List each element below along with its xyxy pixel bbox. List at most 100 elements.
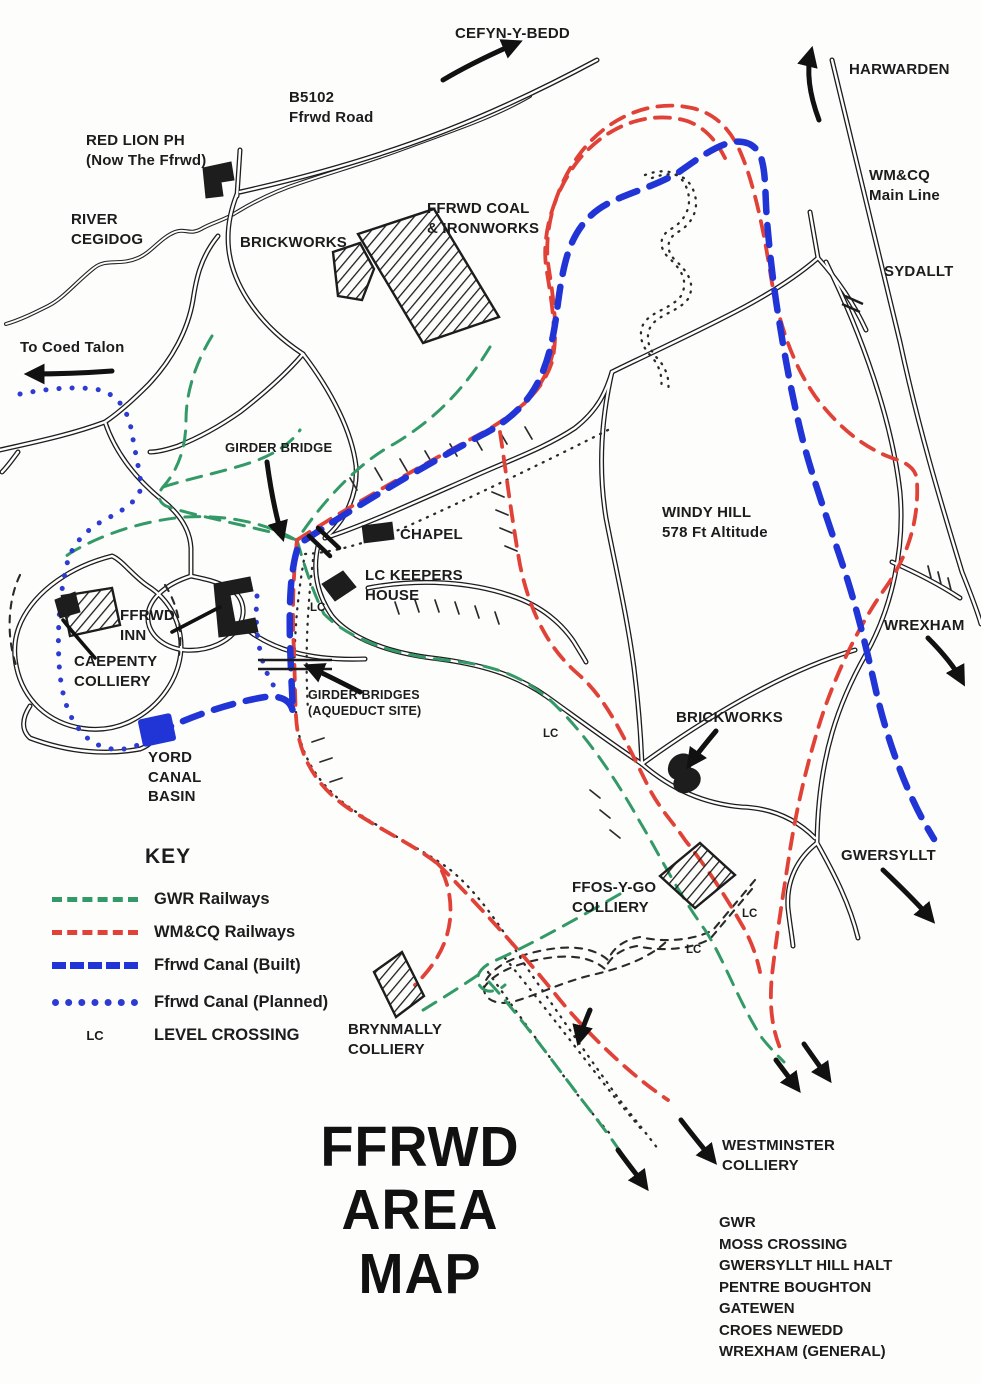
- chapel-text: CHAPEL: [400, 526, 463, 543]
- title-line3: MAP: [358, 1242, 482, 1306]
- lc-keepers-line2: HOUSE: [365, 586, 420, 604]
- sydallt-bridge-bars: [841, 294, 864, 314]
- label-girder-bridges: GIRDER BRIDGES (AQUEDUCT SITE): [308, 687, 421, 720]
- canal-built-swatch-icon: [52, 962, 138, 969]
- title-line1: FFRWD: [320, 1115, 520, 1179]
- label-b5102: B5102 Ffrwd Road: [289, 88, 374, 127]
- key-lc-label: LEVEL CROSSING: [154, 1026, 300, 1044]
- wrexham-text: WREXHAM: [884, 617, 965, 634]
- ffos-lane: [482, 878, 757, 1004]
- cefyn-y-bedd-arrow: [440, 39, 523, 83]
- ffrwd-canal-planned: [17, 385, 281, 752]
- south-arrow-2: [773, 1057, 801, 1094]
- ffos-y-go-line1: FFOS-Y-GO: [572, 879, 657, 896]
- south-arrow-1: [615, 1147, 649, 1192]
- label-wmcq-main: WM&CQ Main Line: [869, 166, 940, 205]
- label-westminster: WESTMINSTER COLLIERY: [722, 1136, 835, 1175]
- wmcq-ffos-branch: [498, 430, 762, 974]
- key-row-canal-built: Ffrwd Canal (Built): [52, 949, 328, 982]
- harwarden-text: HARWARDEN: [849, 61, 950, 78]
- brickworks-se-text: BRICKWORKS: [676, 709, 783, 726]
- corridor-dots: [293, 428, 660, 1151]
- label-gwersyllt: GWERSYLLT: [841, 846, 936, 866]
- lc-marker-ffos-south: LC: [686, 944, 702, 956]
- title-line2: AREA: [341, 1178, 499, 1242]
- windy-hill-line1: WINDY HILL: [662, 504, 752, 521]
- girder-bridge-text: GIRDER BRIDGE: [225, 440, 333, 455]
- brickworks-nw-building: [331, 241, 376, 302]
- ffrwd-inn-line1: FFRWD: [120, 607, 175, 624]
- ffrwd-works-line2: & IRONWORKS: [427, 219, 540, 237]
- ffrwd-inn-line2: INN: [120, 626, 147, 644]
- brynmally-line1: BRYNMALLY: [348, 1021, 443, 1038]
- lc-marker-keepers: LC: [310, 602, 326, 614]
- yord-canal-basin-building: [138, 713, 176, 747]
- coed-talon-arrow: [23, 363, 115, 385]
- cefyn-y-bedd-text: CEFYN-Y-BEDD: [455, 25, 570, 42]
- wmcq-westminster-line: [436, 862, 670, 1102]
- canal-planned-swatch-icon: [52, 999, 138, 1006]
- gwersyllt-arrow: [880, 867, 936, 924]
- label-ffrwd-inn: FFRWD INN: [120, 606, 175, 645]
- key-gwr-label: GWR Railways: [154, 890, 270, 908]
- b5102-line1: B5102: [289, 89, 335, 106]
- label-brickworks-se: BRICKWORKS: [676, 708, 783, 728]
- brickworks-nw-text: BRICKWORKS: [240, 234, 347, 251]
- wmcq-corridor-south: [291, 538, 453, 987]
- stations-item-gwr: GWR: [719, 1214, 756, 1231]
- ffos-y-go-building: [658, 841, 737, 910]
- yord-line3: BASIN: [148, 788, 196, 805]
- label-windy-hill: WINDY HILL 578 Ft Altitude: [662, 503, 768, 542]
- lc-symbol-icon: LC: [86, 1028, 104, 1043]
- aqueduct-arrow: [303, 663, 363, 695]
- lc-marker-ffos-east: LC: [742, 908, 758, 920]
- ffrwd-path-loop2: [646, 173, 698, 394]
- brynmally-building: [372, 950, 426, 1019]
- corridor-dots-b: [305, 558, 315, 712]
- stations-item-moss-crossing: MOSS CROSSING: [719, 1235, 848, 1253]
- key-row-wmcq: WM&CQ Railways: [52, 916, 328, 949]
- wmcq-loop-inner: [503, 115, 727, 422]
- ffrwd-inn-leader: [170, 605, 222, 634]
- gwr-works-line: [295, 345, 492, 542]
- girder-bridges-line2: (AQUEDUCT SITE): [308, 704, 422, 719]
- roads-inner: [0, 58, 981, 948]
- gwr-swatch-icon: [52, 897, 138, 902]
- gwr-west-line: [62, 515, 298, 560]
- gwr-brynmally-spur: [418, 973, 480, 1014]
- key-row-gwr: GWR Railways: [52, 883, 328, 916]
- river-line1: RIVER: [71, 211, 118, 228]
- caepenty-leader: [61, 618, 97, 660]
- bottom-dots-b: [486, 970, 614, 1138]
- gwr-moss-line: [487, 980, 628, 1162]
- westminster-line1: WESTMINSTER: [722, 1137, 836, 1154]
- label-sydallt: SYDALLT: [884, 262, 953, 282]
- westminster-arrow: [678, 1117, 717, 1165]
- south-arrow-3: [801, 1041, 832, 1084]
- wmcq-main-line1: WM&CQ: [869, 167, 930, 184]
- coed-talon-text: To Coed Talon: [20, 339, 125, 356]
- gwr-brynmally-line: [476, 892, 622, 993]
- chapel-building: [361, 521, 395, 544]
- label-river-cegidog: RIVER CEGIDOG: [71, 210, 143, 249]
- lc-keepers-line1: LC KEEPERS: [365, 567, 463, 584]
- ffrwd-canal-built: [149, 138, 938, 843]
- caepenty-line1: CAEPENTY: [74, 653, 158, 670]
- cutting-ticks: [311, 426, 621, 839]
- gwr-stations-list: GWR MOSS CROSSING GWERSYLLT HILL HALT PE…: [719, 1212, 892, 1363]
- girder-bridge-symbol: [306, 525, 342, 559]
- small-hook-arrow: [572, 1007, 593, 1047]
- key-canal-planned-label: Ffrwd Canal (Planned): [154, 993, 329, 1011]
- gwr-north-arc: [161, 428, 302, 489]
- stations-item-wrexham-general: WREXHAM (GENERAL): [719, 1343, 886, 1360]
- label-harwarden: HARWARDEN: [849, 60, 950, 80]
- stations-item-pentre-boughton: PENTRE BOUGHTON: [719, 1278, 872, 1296]
- label-girder-bridge: GIRDER BRIDGE: [225, 440, 332, 457]
- caepenty-line2: COLLIERY: [74, 672, 151, 690]
- key-canal-built-label: Ffrwd Canal (Built): [154, 956, 301, 974]
- map-key: KEY GWR Railways WM&CQ Railways Ffrwd Ca…: [52, 845, 328, 1052]
- brynmally-line2: COLLIERY: [348, 1040, 425, 1058]
- label-chapel: CHAPEL: [400, 525, 463, 545]
- label-brynmally: BRYNMALLY COLLIERY: [348, 1020, 442, 1059]
